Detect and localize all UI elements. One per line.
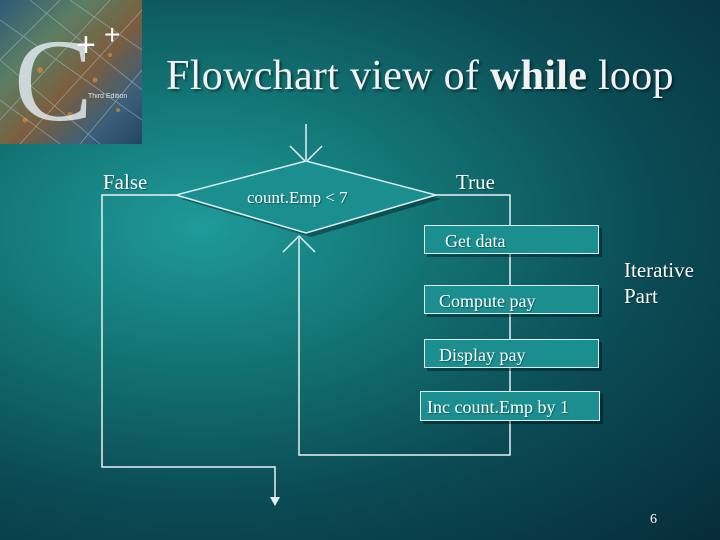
iterative-part-line2: Part — [624, 283, 694, 309]
process-label: Display pay — [439, 345, 525, 365]
true-label: True — [456, 170, 495, 195]
exit-arrowhead — [270, 497, 280, 506]
iterative-part-label: Iterative Part — [624, 257, 694, 309]
process-label: Get data — [445, 231, 505, 251]
iterative-part-line1: Iterative — [624, 257, 694, 283]
process-box-display-pay: Display pay — [424, 339, 599, 368]
false-label: False — [103, 170, 147, 195]
true-branch-connector — [436, 195, 510, 225]
page-number: 6 — [650, 512, 657, 528]
process-box-get-data: Get data — [424, 225, 599, 254]
process-label: Inc count.Emp by 1 — [427, 397, 569, 417]
process-box-increment: Inc count.Emp by 1 — [420, 391, 600, 421]
process-box-compute-pay: Compute pay — [424, 285, 599, 314]
false-branch-connector — [102, 195, 275, 502]
condition-text: count.Emp < 7 — [247, 188, 348, 208]
process-label: Compute pay — [439, 291, 536, 311]
